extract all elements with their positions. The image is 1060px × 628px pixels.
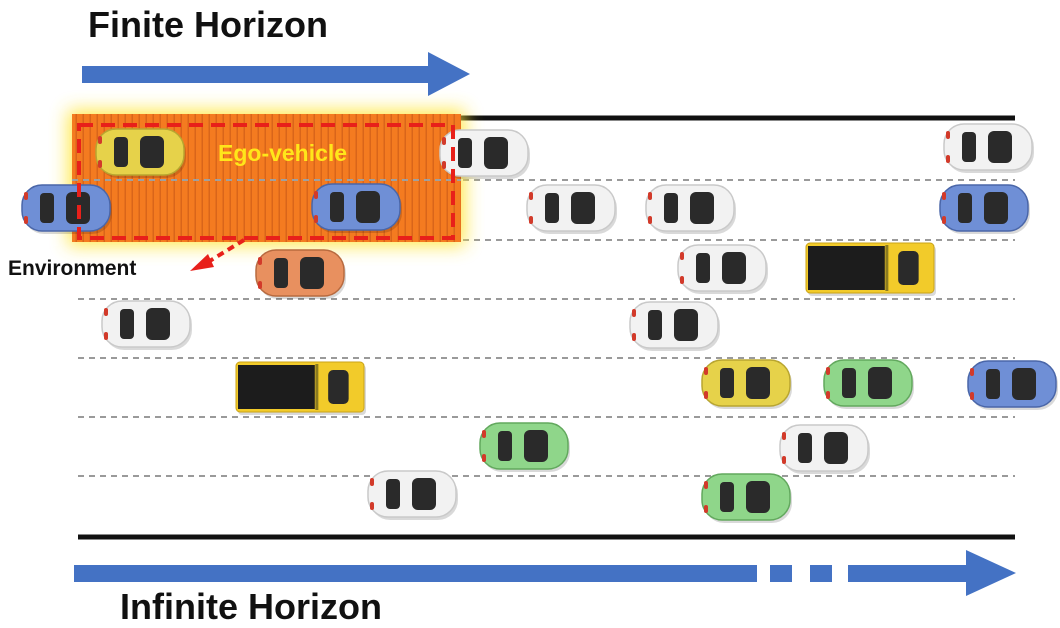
environment-label: Environment (8, 257, 137, 280)
car-icon (311, 183, 402, 233)
car-icon (701, 359, 792, 409)
car-icon (967, 360, 1058, 410)
car-icon (645, 184, 736, 234)
car-icon (479, 422, 570, 472)
car-icon (21, 184, 112, 234)
truck-icon (805, 242, 936, 296)
car-icon (95, 128, 186, 178)
car-icon (943, 123, 1034, 173)
car-icon (701, 473, 792, 523)
environment-arrow (190, 238, 246, 271)
finite-horizon-label: Finite Horizon (88, 4, 328, 45)
infinite-horizon-label: Infinite Horizon (120, 586, 382, 627)
car-icon (677, 244, 768, 294)
car-icon (255, 249, 346, 299)
car-icon (823, 359, 914, 409)
infinite-horizon-arrow (74, 550, 1016, 596)
car-icon (526, 184, 617, 234)
ego-vehicle-label: Ego-vehicle (218, 140, 348, 166)
car-icon (779, 424, 870, 474)
car-icon (939, 184, 1030, 234)
ego-dashed-box (77, 123, 455, 240)
car-icon (101, 300, 192, 350)
vehicles-layer (21, 123, 1058, 523)
car-icon (629, 301, 720, 351)
finite-horizon-arrow (82, 52, 470, 96)
car-icon (439, 129, 530, 179)
truck-icon (235, 361, 366, 415)
car-icon (367, 470, 458, 520)
